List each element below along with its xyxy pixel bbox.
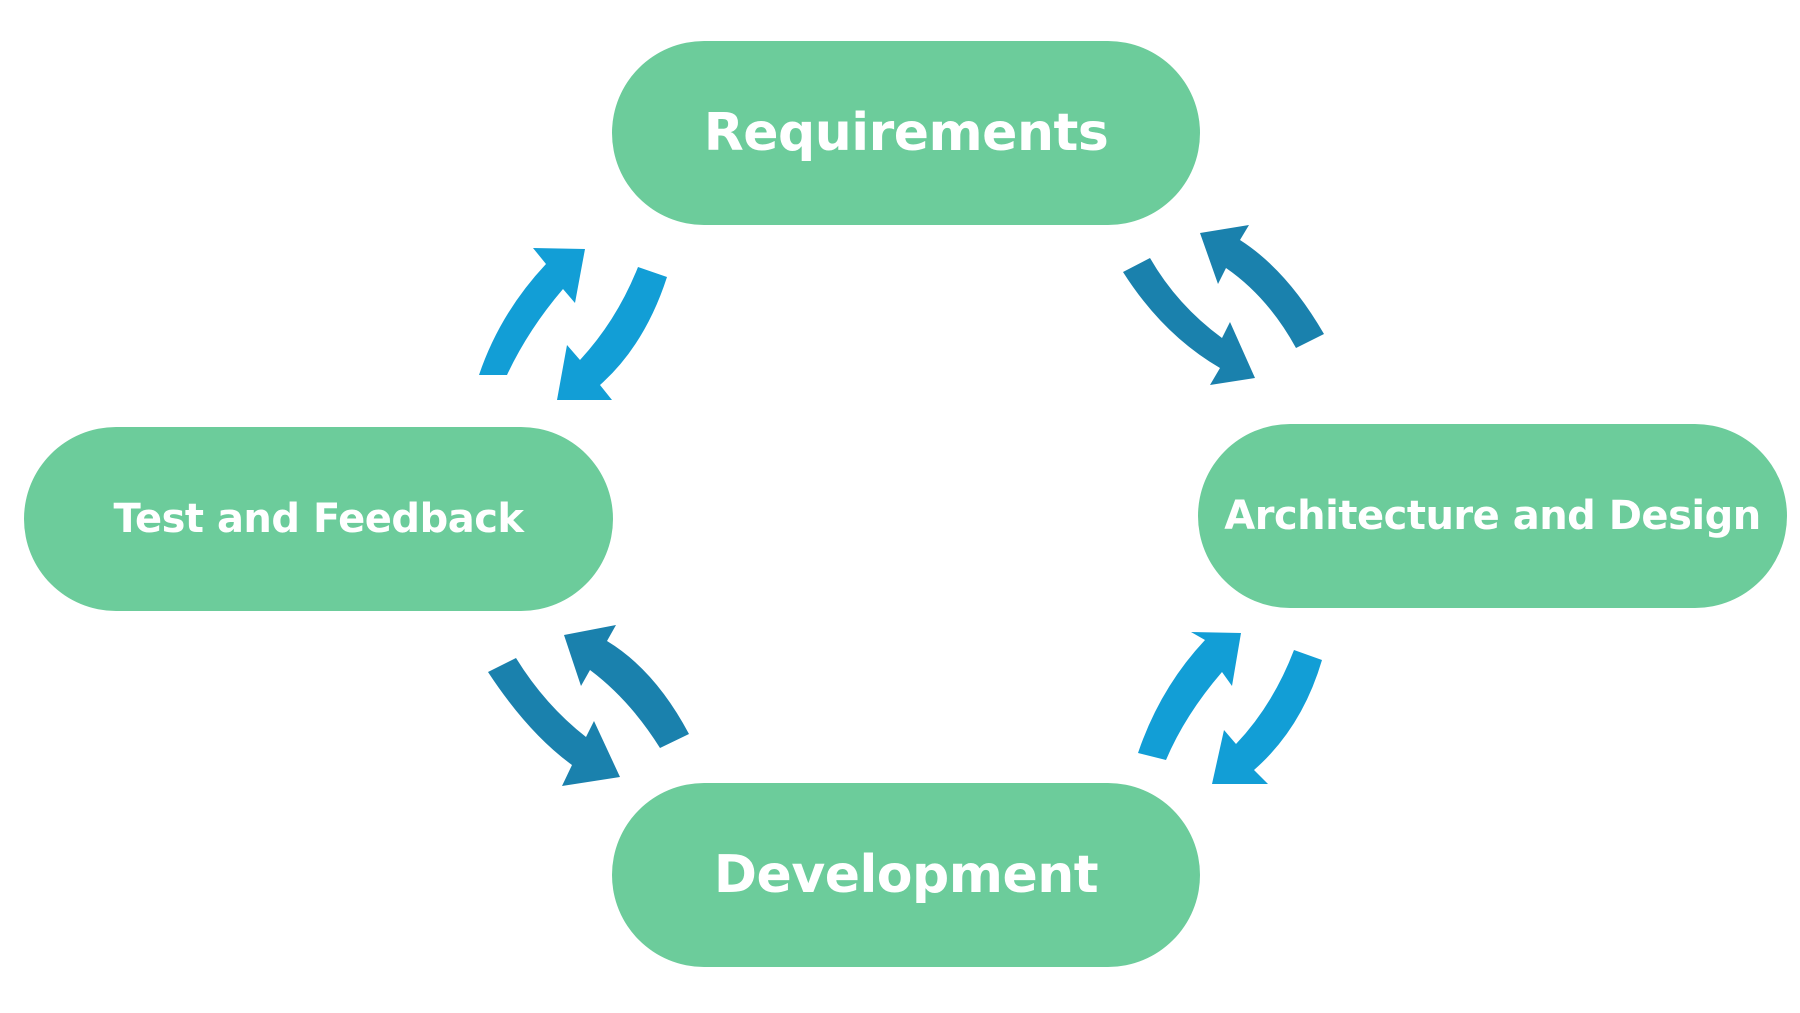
top-right-cycle-arrows-icon — [1123, 225, 1324, 385]
arrow-down-right — [488, 658, 620, 786]
development-label: Development — [713, 845, 1099, 905]
arrow-up-right — [479, 248, 585, 375]
arrow-down-right — [1123, 258, 1255, 385]
arrow-down-left — [1212, 650, 1322, 784]
development-node: Development — [612, 783, 1200, 967]
test-feedback-label: Test and Feedback — [113, 496, 524, 542]
test-feedback-node: Test and Feedback — [24, 427, 613, 611]
requirements-node: Requirements — [612, 41, 1200, 225]
top-left-cycle-arrows-icon — [479, 248, 667, 400]
arrow-down-left — [557, 267, 667, 400]
arrow-up-left — [1200, 225, 1324, 348]
bottom-left-cycle-arrows-icon — [488, 625, 689, 786]
arrow-up-left — [564, 625, 689, 748]
bottom-right-cycle-arrows-icon — [1138, 632, 1322, 784]
requirements-label: Requirements — [703, 103, 1109, 163]
architecture-design-node: Architecture and Design — [1198, 424, 1787, 608]
arrow-up-right — [1138, 632, 1241, 760]
architecture-design-label: Architecture and Design — [1224, 493, 1761, 539]
